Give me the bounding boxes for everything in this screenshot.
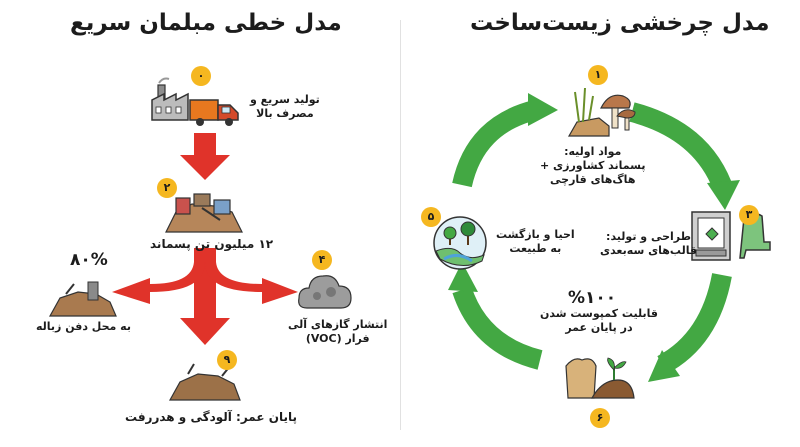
column-divider — [400, 20, 401, 430]
step-badge-9: ۹ — [217, 350, 237, 370]
linear-model-title: مدل خطی مبلمان سریع — [70, 10, 342, 36]
step-badge-5: ۵ — [421, 207, 441, 227]
circular-model-title: مدل چرخشی زیست‌ساخت — [470, 10, 770, 36]
step-label-restoration: احیا و بازگشت به طبیعت — [496, 228, 575, 255]
step-label-landfill: به محل دفن زباله — [36, 320, 131, 333]
landfill-percent: ۸۰% — [70, 250, 108, 270]
step-label-end-of-life: پایان عمر: آلودگی و هدررفت — [125, 410, 297, 424]
green-cycle-arrows — [448, 93, 740, 382]
step-label-design: طراحی و تولید: قالب‌های سه‌بعدی — [600, 230, 698, 257]
step-label-compostable: قابلیت کمپوست شدن در پایان عمر — [540, 307, 658, 334]
step-badge-6: ۶ — [590, 408, 610, 428]
furniture-waste-icon — [165, 193, 243, 233]
compost-percent: %۱۰۰ — [568, 288, 617, 308]
step-label-waste-tons: ۱۲ میلیون تن پسماند — [150, 237, 274, 251]
step-label-voc: انتشار گازهای آلی فرار (VOC) — [288, 318, 388, 345]
step-badge-4: ۴ — [312, 250, 332, 270]
printer-chair-icon — [691, 211, 771, 261]
factory-truck-icon — [151, 77, 239, 126]
compost-sack-icon — [565, 357, 635, 399]
mushroom-materials-icon — [567, 87, 636, 137]
step-badge-0: ۰ — [191, 66, 211, 86]
step-label-fast-production: تولید سریع و مصرف بالا — [250, 93, 320, 120]
red-arrows — [112, 133, 298, 345]
step-badge-2: ۲ — [157, 178, 177, 198]
step-badge-1: ۱ — [588, 65, 608, 85]
nature-restoration-icon — [433, 216, 487, 270]
voc-cloud-icon — [298, 275, 352, 309]
step-label-raw-materials: مواد اولیه: پسماند کشاورزی + هاگ‌های قار… — [540, 145, 646, 186]
step-badge-3: ۳ — [739, 205, 759, 225]
landfill-icon — [48, 281, 117, 317]
pollution-waste-icon — [168, 363, 241, 401]
